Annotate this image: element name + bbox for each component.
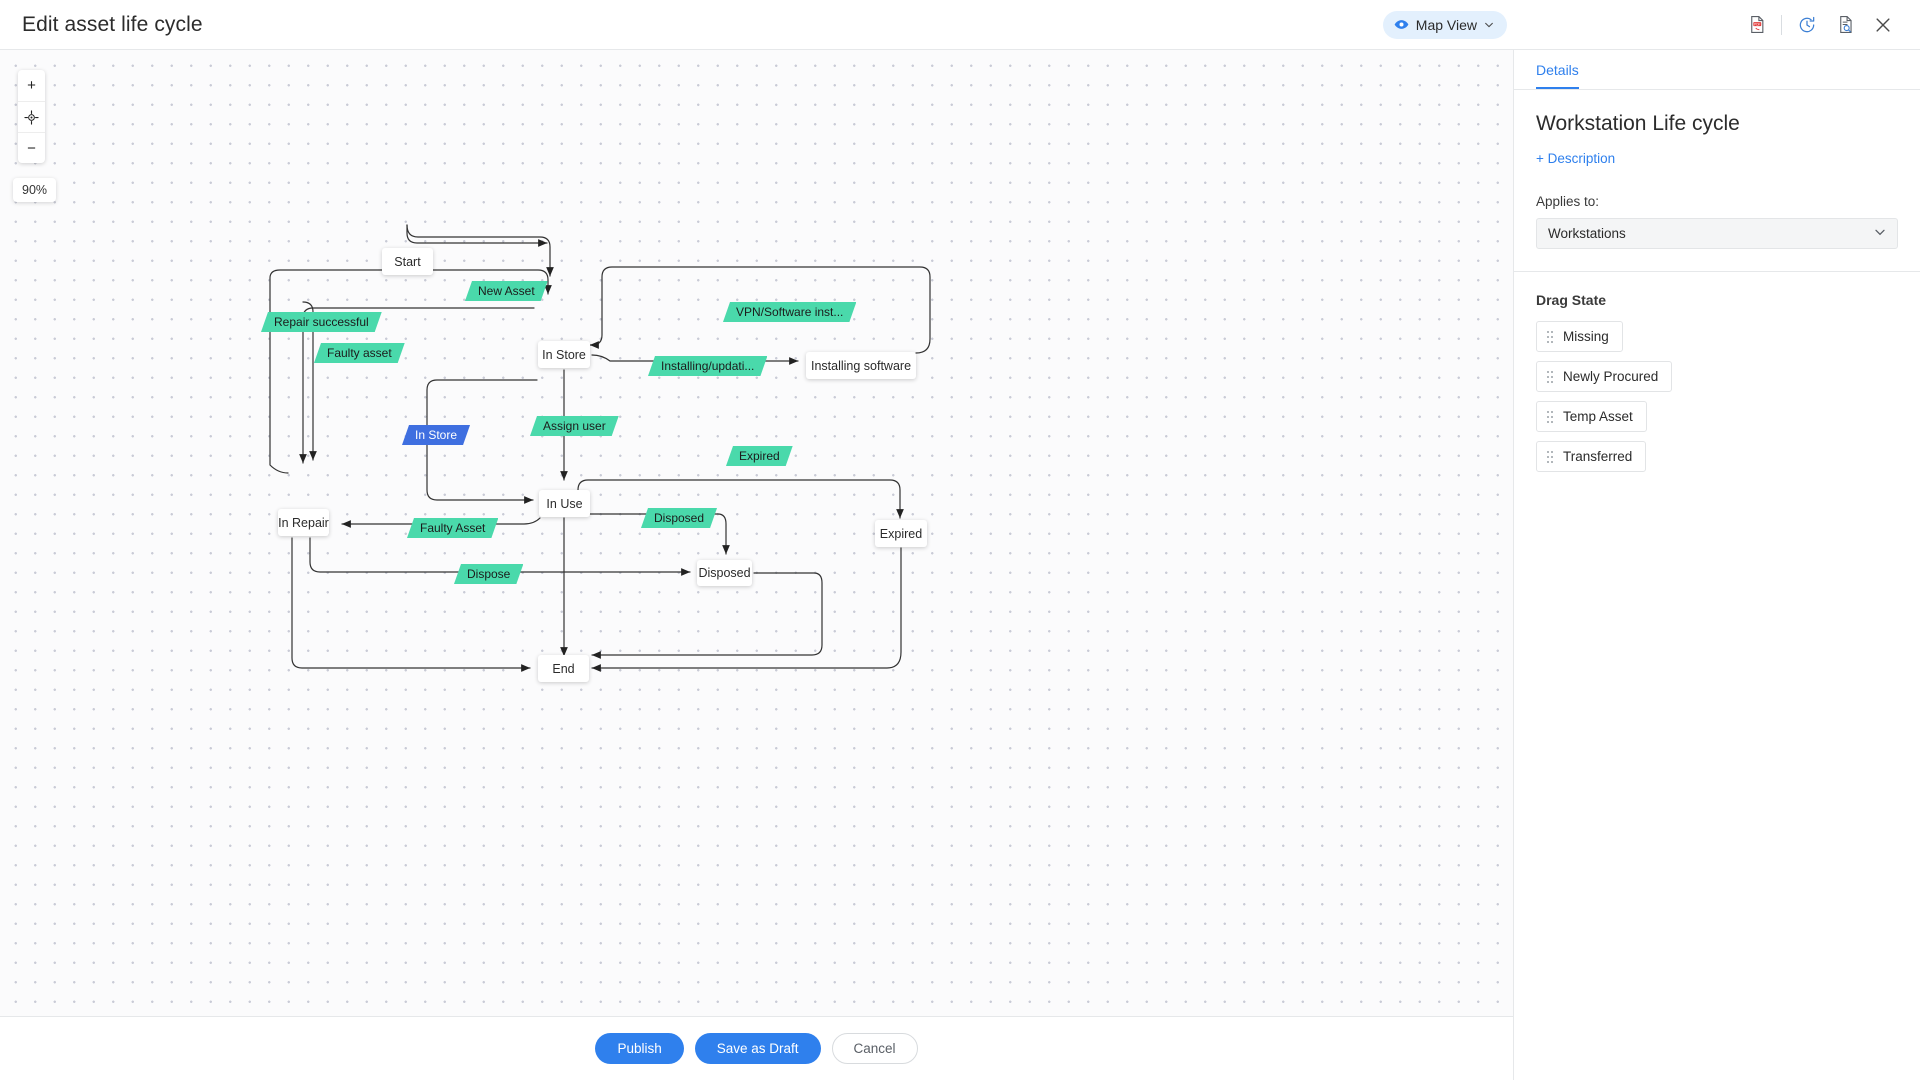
- header-actions: Map View PDF: [1382, 0, 1920, 50]
- node-end[interactable]: End: [538, 655, 589, 682]
- history-clock-icon[interactable]: [1788, 6, 1826, 44]
- edge-label-installing-updating[interactable]: Installing/updati...: [648, 356, 767, 376]
- node-start[interactable]: Start: [382, 248, 433, 275]
- zoom-in-button[interactable]: +: [27, 77, 36, 94]
- eye-icon: [1394, 17, 1409, 32]
- zoom-controls: + −: [18, 70, 45, 163]
- drag-handle-icon: [1547, 450, 1554, 463]
- node-in-repair[interactable]: In Repair: [278, 509, 329, 536]
- edge-label-vpn-software-install[interactable]: VPN/Software inst...: [723, 302, 856, 322]
- applies-to-select[interactable]: Workstations: [1536, 218, 1898, 249]
- node-in-use[interactable]: In Use: [539, 490, 590, 517]
- drag-state-label: Transferred: [1563, 449, 1633, 464]
- drag-state-label: Temp Asset: [1563, 409, 1633, 424]
- chevron-down-icon: [1874, 226, 1886, 241]
- diagram-canvas[interactable]: + − 90%: [0, 50, 1513, 1016]
- applies-to-label: Applies to:: [1536, 194, 1600, 209]
- node-expired[interactable]: Expired: [875, 520, 927, 547]
- drag-handle-icon: [1547, 370, 1554, 383]
- app-header: Edit asset life cycle Map View: [0, 0, 1920, 50]
- edge-label-dispose[interactable]: Dispose: [454, 564, 523, 584]
- header-divider: [1781, 14, 1782, 35]
- details-panel: Details Workstation Life cycle + Descrip…: [1513, 50, 1920, 1080]
- drag-state-chip-newly-procured[interactable]: Newly Procured: [1536, 361, 1673, 392]
- panel-body: Workstation Life cycle + Description App…: [1514, 90, 1920, 481]
- panel-divider: [1514, 271, 1920, 272]
- drag-state-chip-missing[interactable]: Missing: [1536, 321, 1623, 352]
- publish-button[interactable]: Publish: [595, 1032, 684, 1064]
- edge-label-faulty-asset[interactable]: Faulty asset: [314, 343, 405, 363]
- drag-state-label: Missing: [1563, 329, 1609, 344]
- crosshair-target-icon[interactable]: [18, 101, 45, 132]
- tab-details[interactable]: Details: [1536, 62, 1579, 89]
- lifecycle-title: Workstation Life cycle: [1536, 112, 1740, 135]
- page-title: Edit asset life cycle: [22, 12, 203, 36]
- drag-state-list: Missing: [1536, 321, 1898, 361]
- edge-label-in-store-selected[interactable]: In Store: [402, 425, 470, 445]
- edge-label-disposed[interactable]: Disposed: [641, 508, 717, 528]
- node-disposed[interactable]: Disposed: [697, 560, 752, 586]
- drag-state-chip-transferred[interactable]: Transferred: [1536, 441, 1647, 472]
- footer-actions: Publish Save as Draft Cancel: [0, 1016, 1513, 1080]
- diagram-edges: [269, 224, 931, 672]
- edge-label-expired[interactable]: Expired: [726, 446, 793, 466]
- panel-tabs: Details: [1514, 50, 1920, 90]
- node-in-store[interactable]: In Store: [538, 341, 590, 368]
- cancel-button[interactable]: Cancel: [831, 1032, 918, 1064]
- document-search-icon[interactable]: [1826, 6, 1864, 44]
- drag-handle-icon: [1547, 410, 1554, 423]
- header-icon-group: PDF: [1737, 6, 1902, 44]
- save-as-draft-button[interactable]: Save as Draft: [694, 1032, 821, 1064]
- zoom-level-indicator: 90%: [13, 178, 57, 202]
- close-icon[interactable]: [1864, 6, 1902, 44]
- edge-label-new-asset[interactable]: New Asset: [465, 281, 548, 301]
- map-view-toggle[interactable]: Map View: [1382, 10, 1507, 39]
- drag-state-chip-temp-asset[interactable]: Temp Asset: [1536, 401, 1647, 432]
- add-description-link[interactable]: + Description: [1536, 151, 1616, 166]
- export-pdf-icon[interactable]: PDF: [1737, 6, 1775, 44]
- edge-label-faulty-asset-2[interactable]: Faulty Asset: [407, 518, 498, 538]
- edge-label-assign-user[interactable]: Assign user: [530, 416, 619, 436]
- drag-state-title: Drag State: [1536, 292, 1607, 308]
- drag-state-label: Newly Procured: [1563, 369, 1659, 384]
- applies-to-value: Workstations: [1548, 226, 1626, 241]
- drag-handle-icon: [1547, 330, 1554, 343]
- svg-text:PDF: PDF: [1754, 22, 1760, 26]
- map-view-label: Map View: [1415, 16, 1477, 33]
- node-installing-software[interactable]: Installing software: [806, 352, 916, 379]
- zoom-out-button[interactable]: −: [18, 132, 45, 163]
- edge-label-repair-successful[interactable]: Repair successful: [261, 312, 382, 332]
- chevron-down-icon: [1484, 20, 1494, 30]
